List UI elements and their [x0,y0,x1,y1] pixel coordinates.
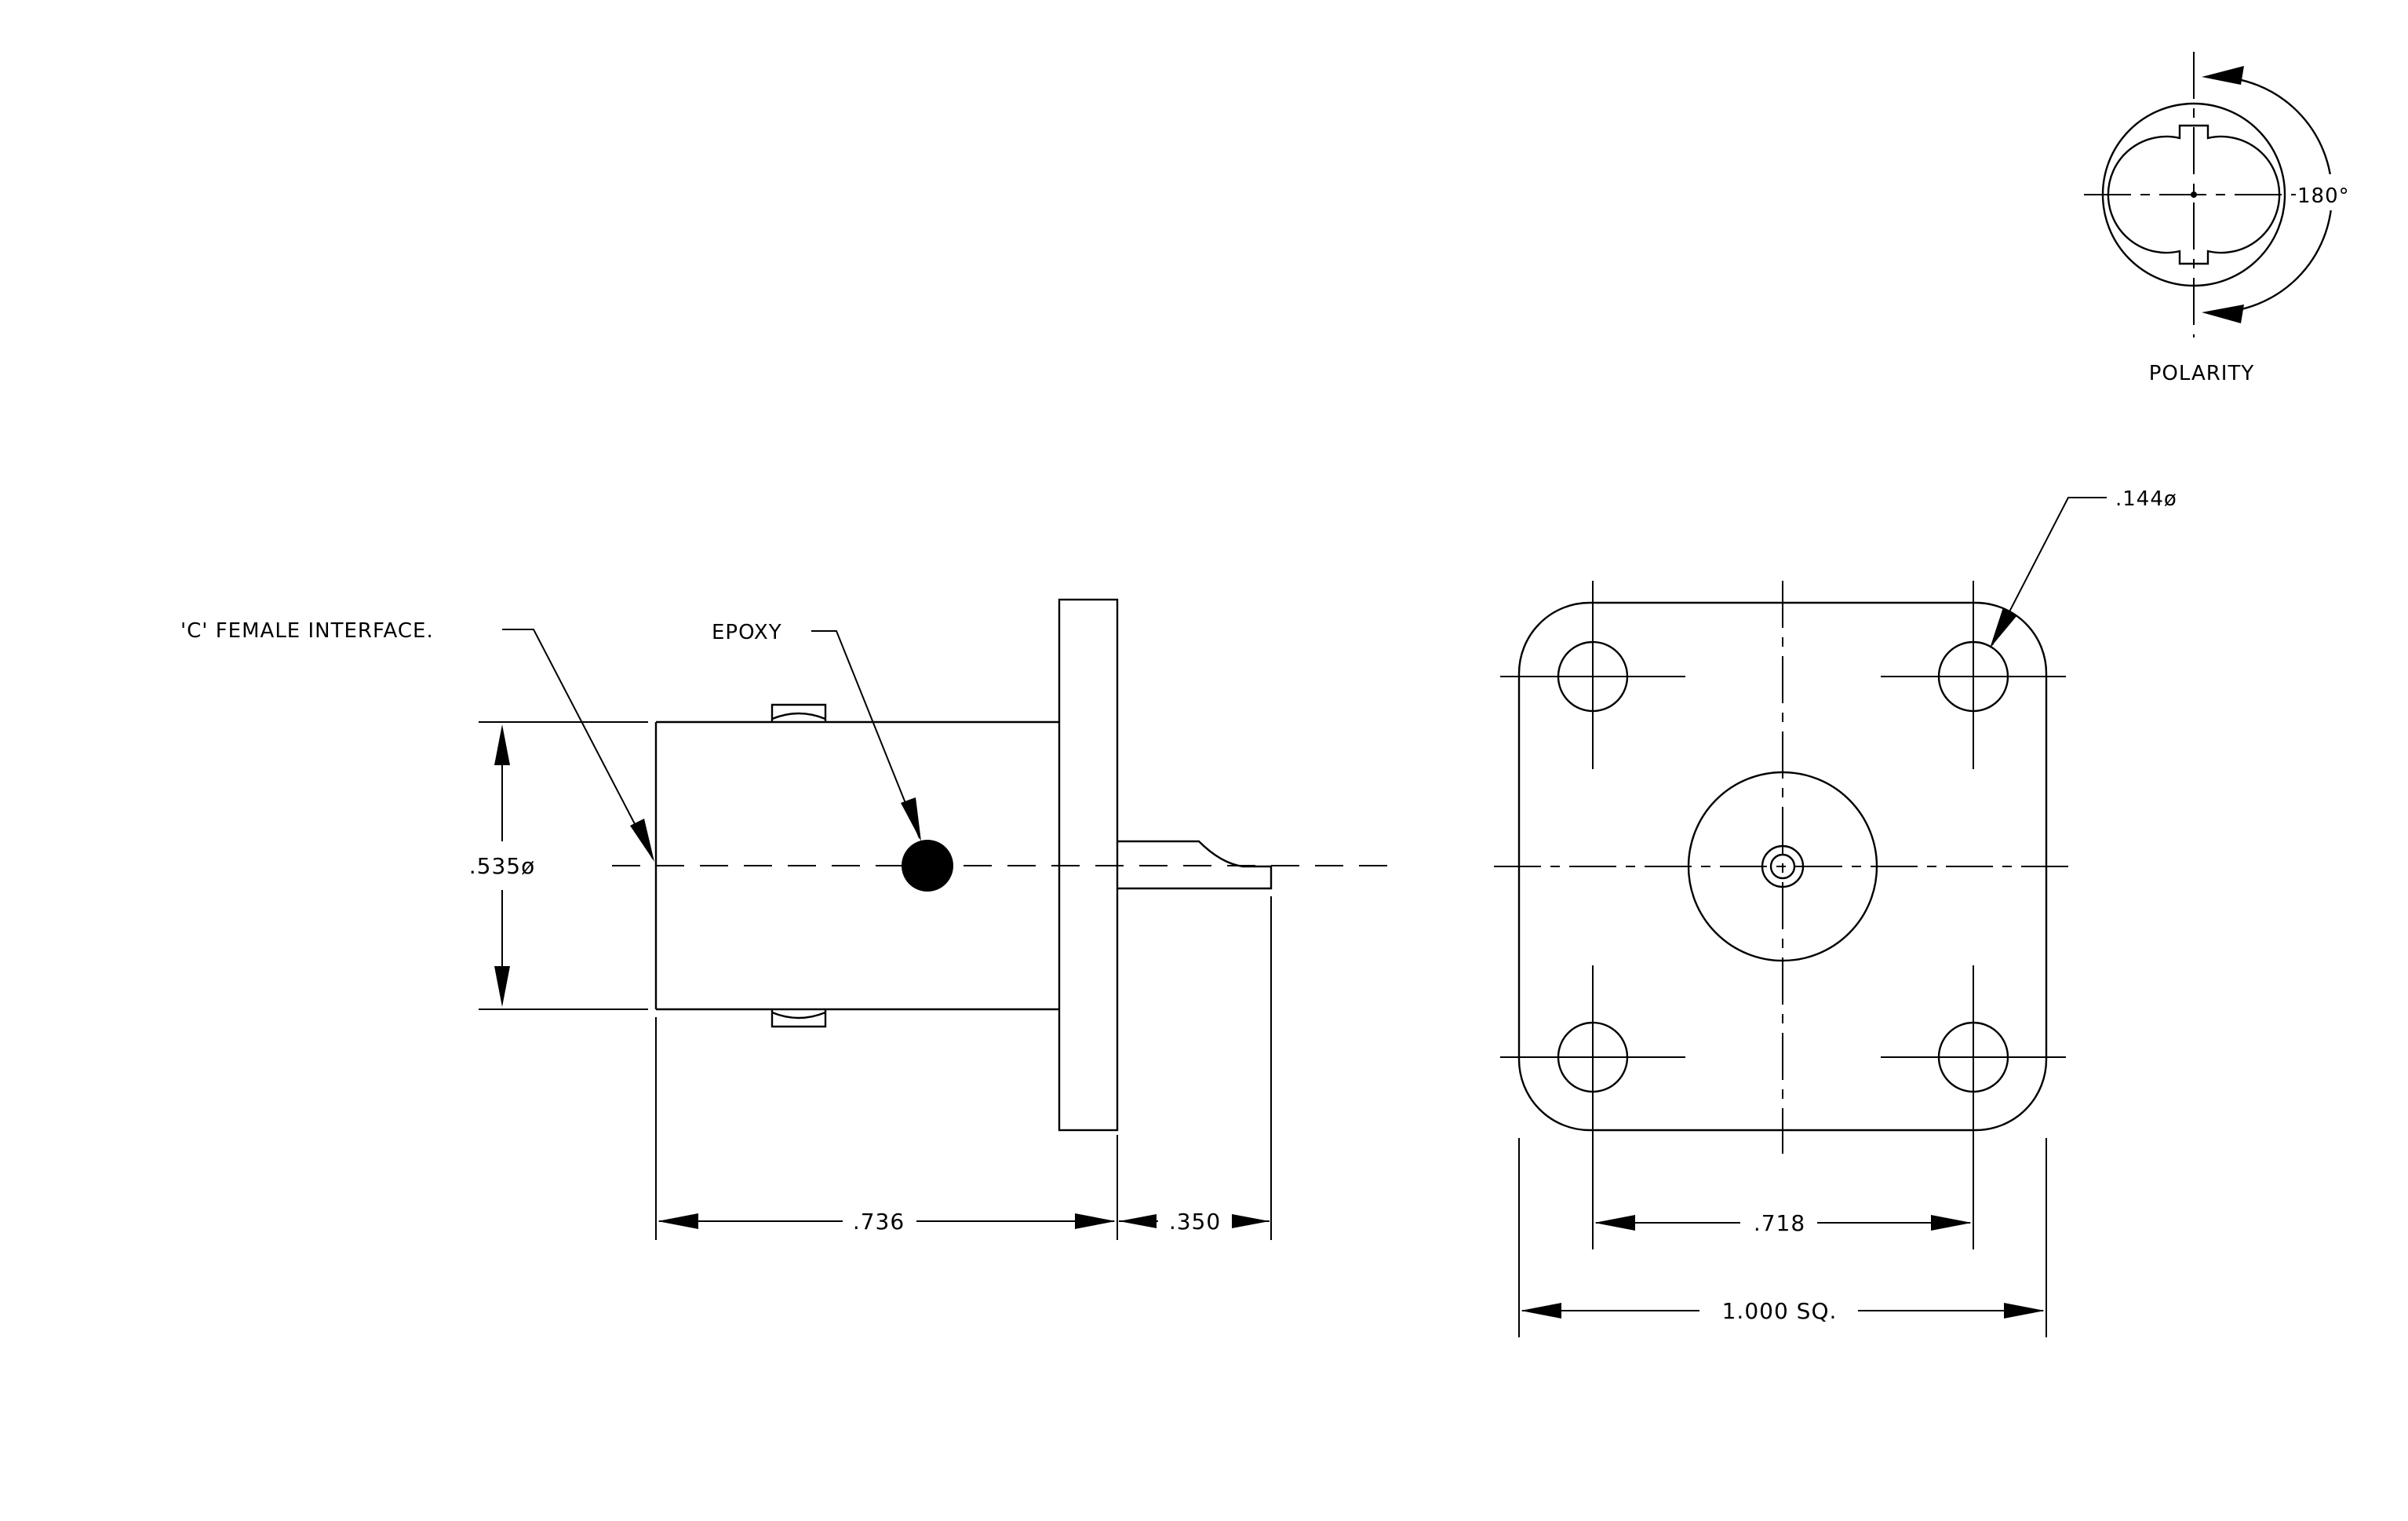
dim-hole-spacing-label: .718 [1754,1210,1805,1236]
rotation-arrow-top [2202,66,2244,85]
dim-hole-spacing: .718 [1594,1210,1972,1236]
dim-pin-length-label: .350 [1169,1209,1221,1235]
bayonet-stud-top [770,703,827,722]
polarity-detail: 180° POLARITY [2084,52,2352,385]
polarity-angle-label: 180° [2297,184,2350,208]
epoxy-label: EPOXY [712,621,782,644]
interface-leader: 'C' FEMALE INTERFACE. [180,619,654,862]
epoxy-dot [902,840,953,892]
dim-body-length: .736 [658,1209,1116,1235]
dim-body-dia-label: .535ø [469,853,535,879]
dim-body-dia: .535ø [469,721,648,1010]
polarity-center-dot [2191,191,2197,198]
polarity-keyed-circle [2107,124,2281,265]
dim-pin-length: .350 [1119,1209,1270,1235]
hole-dia-label: .144ø [2115,487,2177,511]
epoxy-leader: EPOXY [712,621,921,841]
bayonet-stud-bottom [770,1009,827,1028]
rear-pin [1117,840,1273,890]
rotation-arrow-bottom [2202,305,2244,323]
contact-inner [1769,853,1796,880]
side-view: .535ø .736 .350 'C' FEMALE INTERFACE. [180,598,1397,1240]
hole-crosshairs [1500,581,2066,1114]
polarity-label: POLARITY [2149,362,2255,385]
interface-label: 'C' FEMALE INTERFACE. [180,619,434,643]
dim-flange-size: 1.000 SQ. [1521,1298,2045,1324]
front-view: .718 1.000 SQ. .144ø [1494,487,2177,1337]
dim-body-length-label: .736 [853,1209,905,1235]
dim-flange-size-label: 1.000 SQ. [1722,1298,1838,1324]
hole-dia-leader: .144ø [1990,487,2177,648]
